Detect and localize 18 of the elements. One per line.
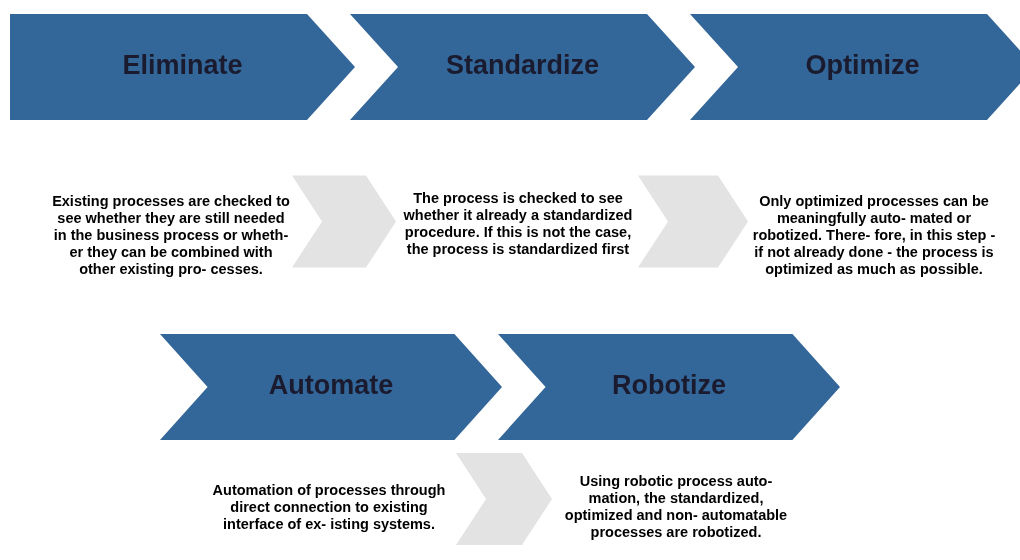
description-text: Existing processes are checked to see whether they are still needed in the business process or wheth- er they can be combined with other existing pro- cesses. (52, 192, 290, 278)
step-title: Robotize (612, 368, 726, 402)
chevron-arrow (456, 453, 552, 545)
step-title: Standardize (445, 48, 599, 82)
step-title: Automate (268, 368, 394, 402)
step-banner (690, 14, 1020, 120)
chevron-arrow (638, 175, 748, 268)
step-title: Optimize (805, 48, 920, 82)
description-text: Only optimized processes can be meaningfully auto- mated or robotized. There- fore, in this step - if not already done - the process is optimized as much as possible. (752, 192, 996, 278)
description-text: The process is checked to see whether it already a standardized procedure. If this is not the case, the process is standardized first (402, 190, 634, 258)
chevron-arrow (292, 175, 396, 268)
step-title: Eliminate (122, 48, 243, 82)
step-banner (498, 334, 840, 440)
step-banner (350, 14, 695, 120)
step-banner (160, 334, 502, 440)
step-banner (10, 14, 355, 120)
description-text: Using robotic process auto- mation, the standardized, optimized and non- automatable processes are robotized. (563, 473, 789, 541)
description-text: Automation of processes through direct connection to existing interface of ex- isting systems. (211, 481, 447, 533)
